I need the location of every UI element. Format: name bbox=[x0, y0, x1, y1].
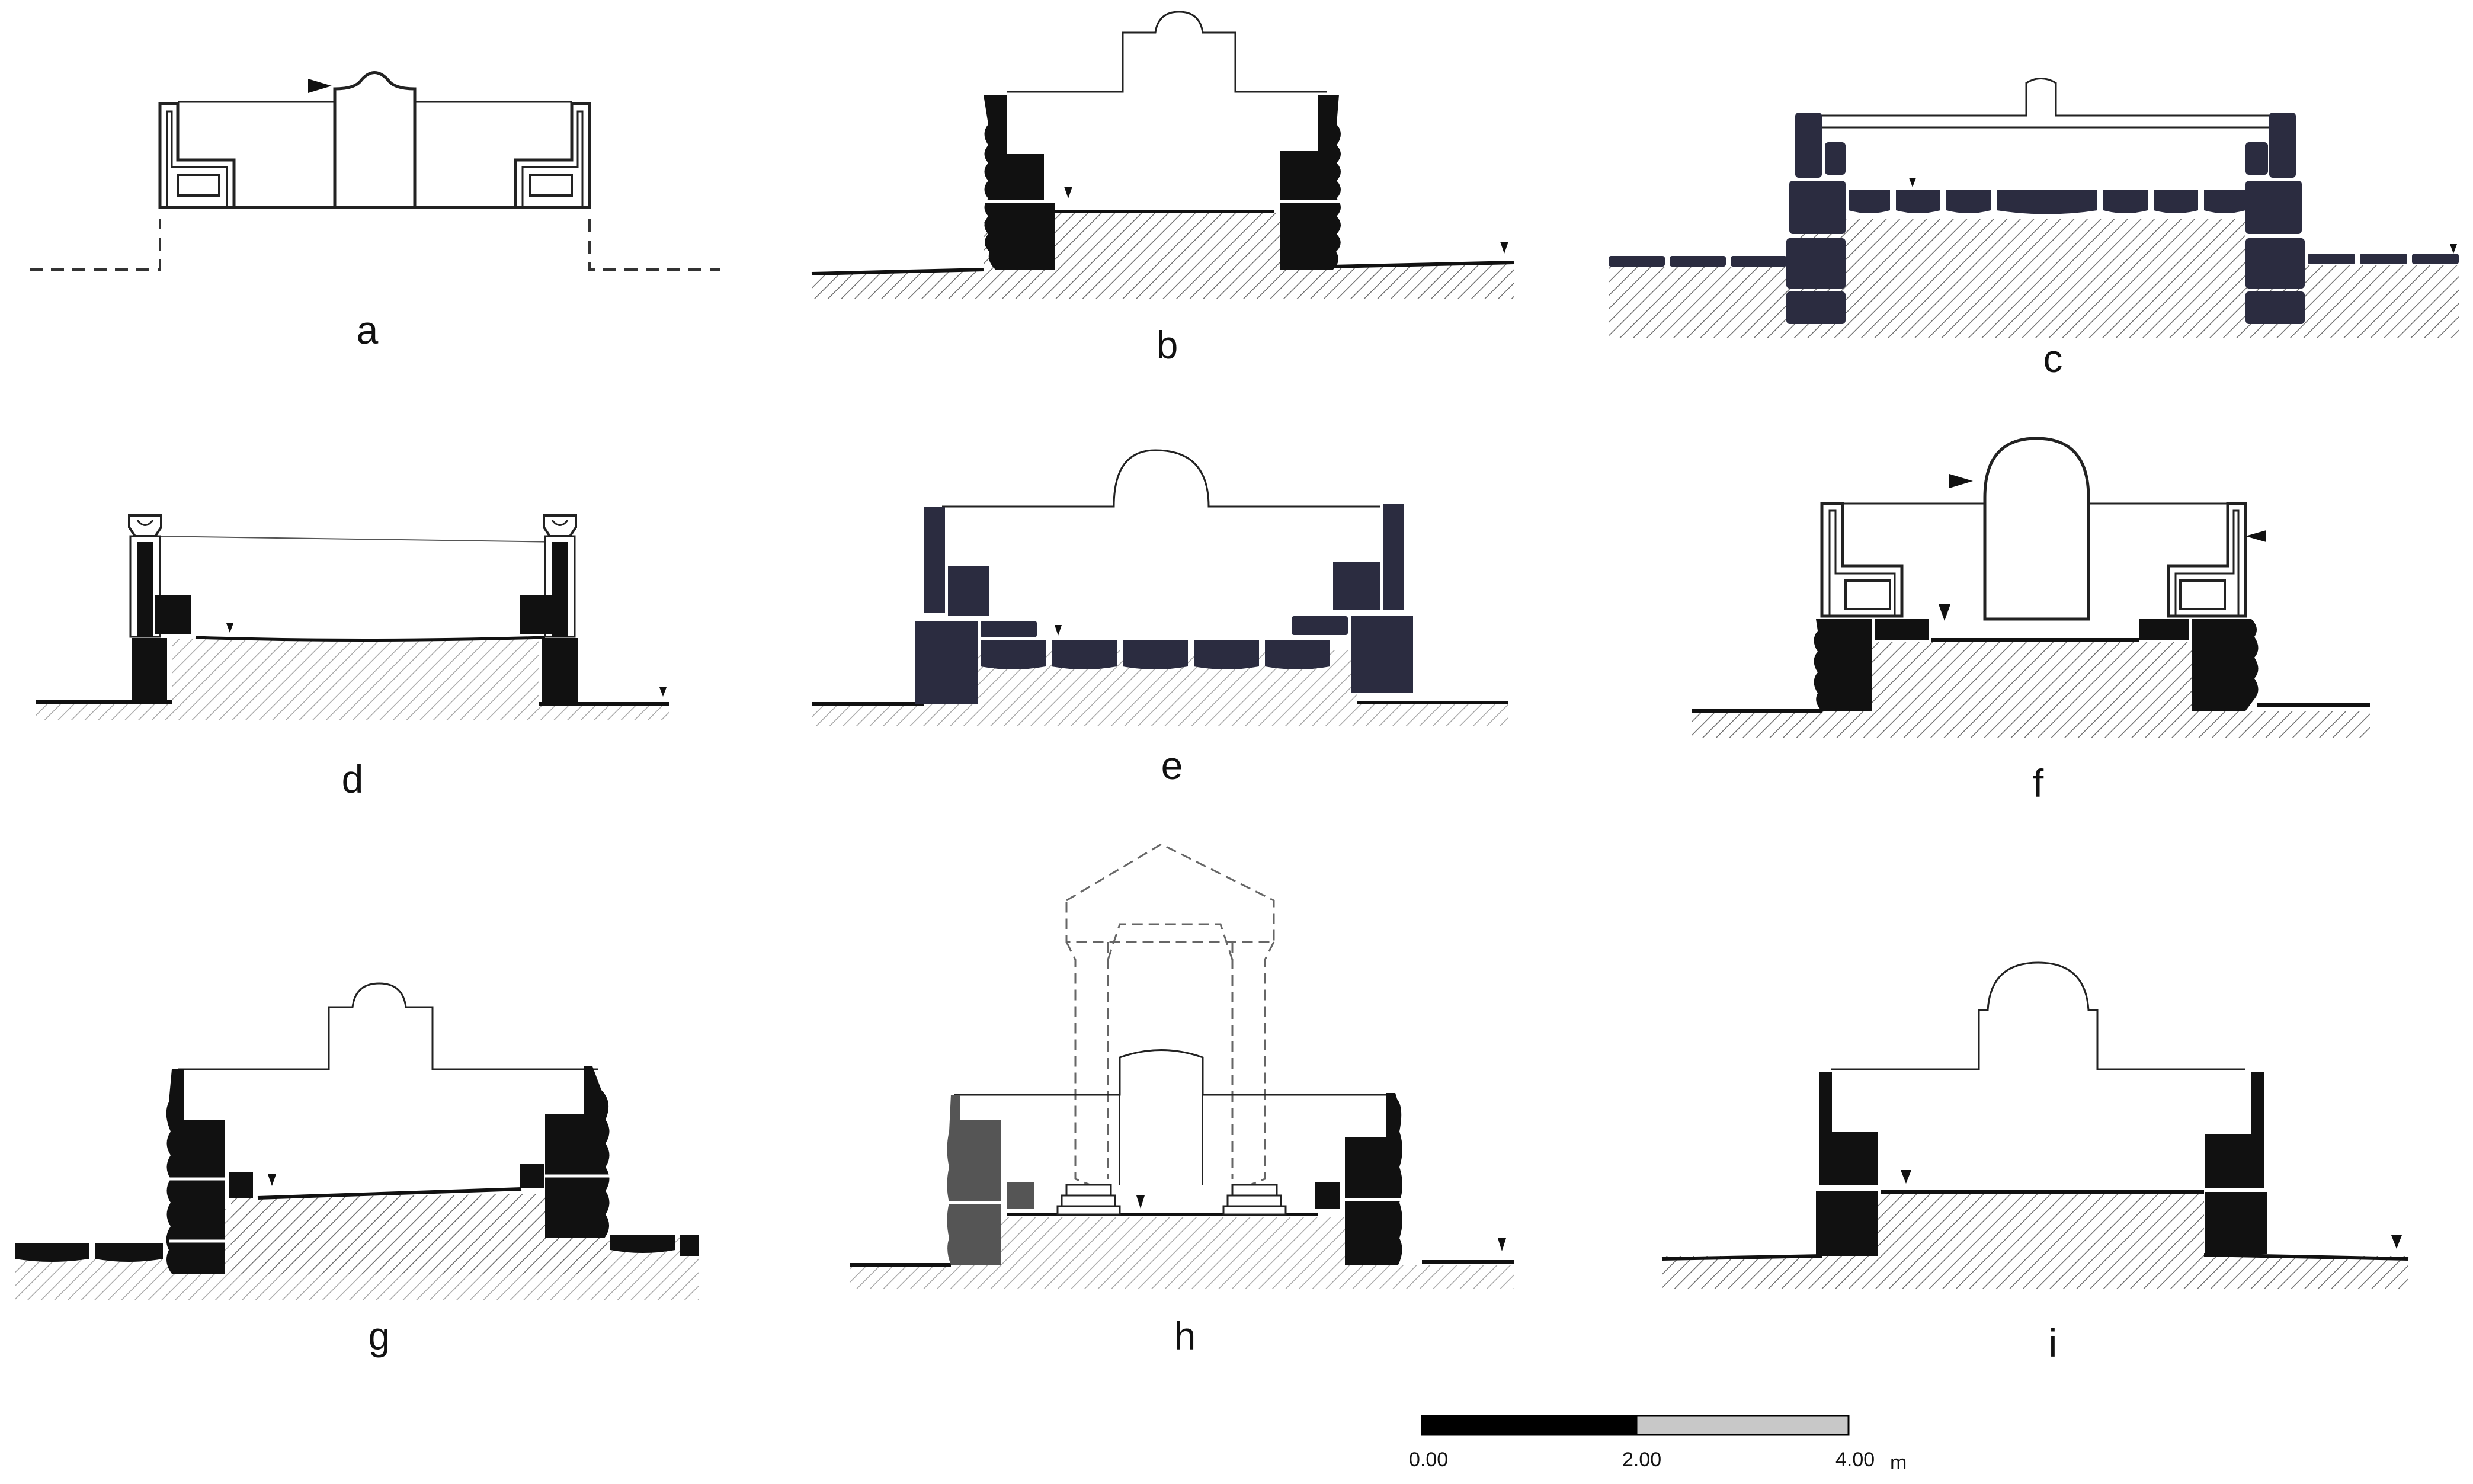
section-f bbox=[1692, 437, 2370, 738]
left-bench-outline bbox=[158, 102, 236, 209]
scale-bar: 0.00 2.00 4.00 m bbox=[1409, 1415, 1907, 1474]
section-g bbox=[15, 982, 699, 1300]
right-bench-outline bbox=[514, 102, 591, 209]
scale-segment-grey bbox=[1635, 1415, 1850, 1436]
panel-label-i: i bbox=[2049, 1321, 2058, 1365]
panel-label-f: f bbox=[2033, 761, 2044, 805]
section-a bbox=[30, 71, 720, 271]
panel-label-a: a bbox=[357, 308, 379, 352]
section-d bbox=[36, 514, 669, 720]
panel-label-e: e bbox=[1161, 743, 1183, 787]
panel-label-b: b bbox=[1157, 323, 1178, 367]
scale-unit: m bbox=[1890, 1451, 1907, 1474]
scale-tick-4: 4.00 bbox=[1835, 1448, 1875, 1471]
scale-tick-0: 0.00 bbox=[1409, 1448, 1448, 1471]
section-c bbox=[1609, 78, 2459, 338]
panel-label-d: d bbox=[342, 757, 364, 801]
panel-label-c: c bbox=[2043, 336, 2063, 380]
panel-label-g: g bbox=[369, 1314, 390, 1358]
section-e bbox=[812, 449, 1508, 726]
section-h bbox=[850, 843, 1514, 1289]
section-b bbox=[811, 11, 1514, 299]
panel-label-h: h bbox=[1174, 1314, 1196, 1358]
section-i bbox=[1661, 961, 2409, 1289]
scale-segment-black bbox=[1421, 1415, 1638, 1436]
scale-tick-2: 2.00 bbox=[1622, 1448, 1661, 1471]
